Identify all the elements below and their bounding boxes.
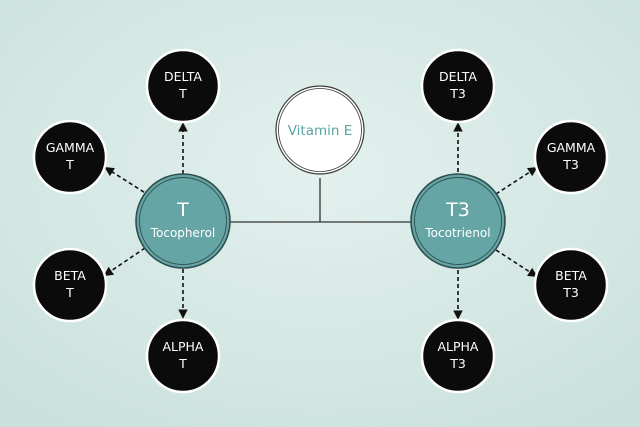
leaf-gamma-t3-line1: GAMMA <box>547 140 596 155</box>
tocotrienol-name: Tocotrienol <box>424 226 490 240</box>
solid-connectors <box>230 178 412 223</box>
leaf-delta-t3-line2: T3 <box>449 86 466 101</box>
leaf-beta-t3-line1: BETA <box>555 268 587 283</box>
leaf-alpha-t-line1: ALPHA <box>162 339 203 354</box>
leaf-beta-t-line2: T <box>65 285 74 300</box>
tocotrienol-symbol: T3 <box>445 199 470 221</box>
arrow-tocopherol-beta <box>103 247 146 277</box>
leaf-alpha-t3: ALPHA T3 <box>420 318 496 394</box>
leaf-beta-t3-line2: T3 <box>562 285 579 300</box>
leaf-delta-t-line1: DELTA <box>164 69 202 84</box>
leaf-beta-t-line1: BETA <box>54 268 86 283</box>
dashed-arrows <box>103 122 538 320</box>
leaf-delta-t3: DELTA T3 <box>420 48 496 124</box>
vitamin-e-node: Vitamin E <box>275 85 365 175</box>
leaf-gamma-t-line1: GAMMA <box>46 140 95 155</box>
leaf-delta-t-line2: T <box>178 86 187 101</box>
leaf-gamma-t-line2: T <box>65 157 74 172</box>
leaf-alpha-t3-line1: ALPHA <box>437 339 478 354</box>
leaf-delta-t: DELTA T <box>145 48 221 124</box>
arrow-tocotrienol-beta <box>495 249 538 278</box>
leaf-beta-t3: BETA T3 <box>533 247 609 323</box>
leaf-beta-t: BETA T <box>32 247 108 323</box>
leaf-gamma-t3-line2: T3 <box>562 157 579 172</box>
leaf-alpha-t3-line2: T3 <box>449 356 466 371</box>
leaf-alpha-t-line2: T <box>178 356 187 371</box>
tocopherol-name: Tocopherol <box>150 226 216 240</box>
tocopherol-symbol: T <box>176 199 189 221</box>
leaf-gamma-t: GAMMA T <box>32 119 108 195</box>
leaf-delta-t3-line1: DELTA <box>439 69 477 84</box>
leaf-alpha-t: ALPHA T <box>145 318 221 394</box>
vitamin-e-label: Vitamin E <box>288 123 353 139</box>
arrow-tocopherol-gamma <box>104 166 151 197</box>
arrow-tocotrienol-gamma <box>495 166 538 195</box>
tocopherol-hub: T Tocopherol <box>135 173 231 269</box>
tocotrienol-hub: T3 Tocotrienol <box>410 173 506 269</box>
leaf-gamma-t3: GAMMA T3 <box>533 119 609 195</box>
